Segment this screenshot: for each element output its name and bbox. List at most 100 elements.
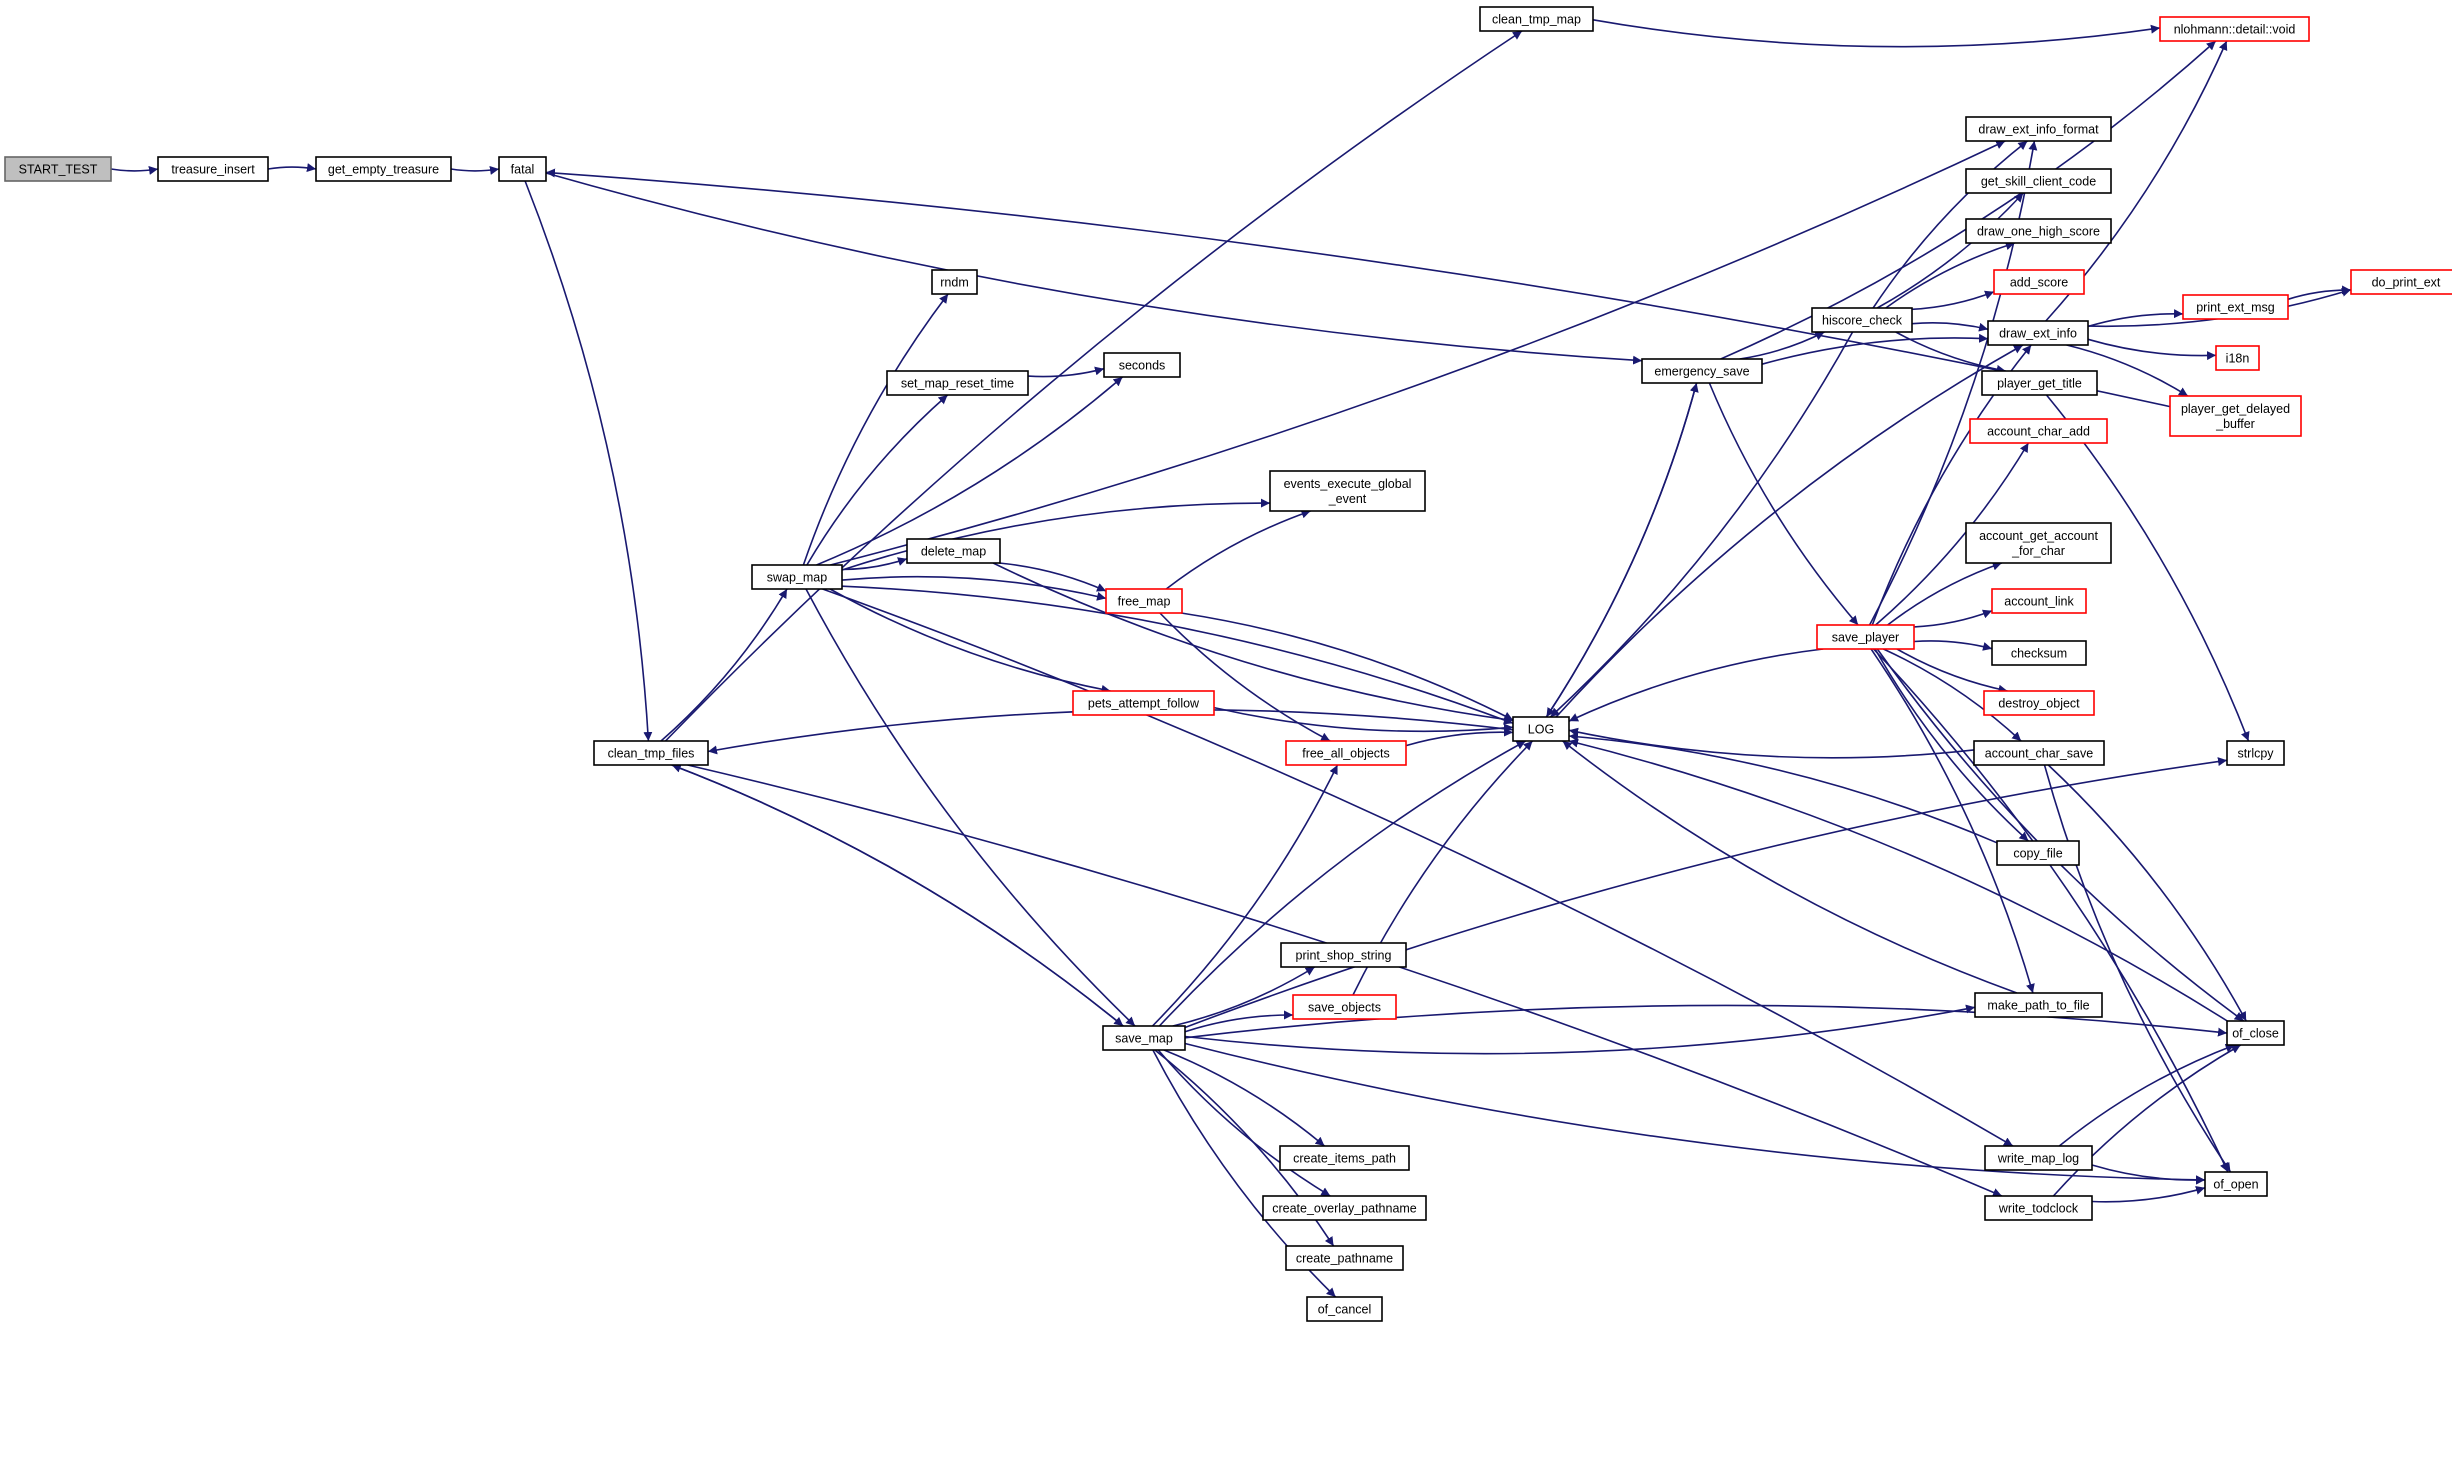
node-of-cancel[interactable]: of_cancel [1306,1296,1383,1322]
node-swap-map[interactable]: swap_map [751,564,843,590]
node-player-get-delayed-buffer[interactable]: player_get_delayed_buffer [2169,395,2302,437]
node-void[interactable]: nlohmann::detail::void [2159,16,2310,42]
node-write-map-log[interactable]: write_map_log [1984,1145,2093,1171]
edge-swap_map-to-draw_ext_info_format [830,140,2006,566]
node-label: save_map [1115,1032,1173,1046]
node-events-execute-global-event[interactable]: events_execute_global_event [1269,470,1426,512]
node-of-close[interactable]: of_close [2226,1020,2285,1046]
node-box [1306,1296,1383,1322]
edge-swap_map-to-log [841,585,1514,725]
node-box [1969,418,2108,444]
node-create-overlay-pathname[interactable]: create_overlay_pathname [1262,1195,1427,1221]
node-strlcpy[interactable]: strlcpy [2226,740,2285,766]
node-box [1965,218,2112,244]
node-label: write_todclock [1998,1202,2079,1216]
node-of-open[interactable]: of_open [2204,1171,2268,1197]
node-label: strlcpy [2237,747,2274,761]
node-box [315,156,452,182]
node-label: player_get_title [1997,377,2082,391]
edge-hiscore_check-to-add_score [1911,290,1995,311]
node-set-map-reset-time[interactable]: set_map_reset_time [886,370,1029,396]
node-get-empty-treasure[interactable]: get_empty_treasure [315,156,452,182]
node-save-objects[interactable]: save_objects [1292,994,1397,1020]
edge-swap_map-to-set_map_reset_time [806,394,949,566]
node-account-char-add[interactable]: account_char_add [1969,418,2108,444]
node-create-pathname[interactable]: create_pathname [1285,1245,1404,1271]
node-write-todclock[interactable]: write_todclock [1984,1195,2093,1221]
node-label: get_skill_client_code [1981,175,2096,189]
node-box [2159,16,2310,42]
node-box [1072,690,1215,716]
node-do-print-ext[interactable]: do_print_ext [2350,269,2452,295]
node-hiscore-check[interactable]: hiscore_check [1811,307,1913,333]
node-make-path-to-file[interactable]: make_path_to_file [1974,992,2103,1018]
node-box [2226,740,2285,766]
node-rndm[interactable]: rndm [931,269,978,295]
node-draw-ext-info-format[interactable]: draw_ext_info_format [1965,116,2112,142]
edge-save_map-to-clean_tmp_files [671,764,1124,1027]
edge-emergency_save-to-draw_ext_info [1761,333,1989,365]
edge-emergency_save-to-save_player [1708,382,1859,626]
node-box [1983,690,2095,716]
node-destroy-object[interactable]: destroy_object [1983,690,2095,716]
edge-clean_tmp_files-to-save_map [671,764,1124,1027]
node-save-player[interactable]: save_player [1816,624,1915,650]
node-free-all-objects[interactable]: free_all_objects [1285,740,1407,766]
edge-save_player-to-of_open [1873,648,2229,1173]
node-box [1280,942,1407,968]
node-draw-ext-info[interactable]: draw_ext_info [1987,320,2089,346]
node-box [1279,1145,1410,1171]
node-box [1965,522,2112,564]
node-clean-tmp-files[interactable]: clean_tmp_files [593,740,709,766]
edge-write_map_log-to-of_open [2091,1164,2206,1185]
edge-hiscore_check-to-draw_one_high_score [1885,241,2015,309]
node-label: create_pathname [1296,1252,1393,1266]
edge-swap_map-to-write_map_log [822,588,2014,1147]
node-label: account_link [2004,595,2074,609]
edge-account_char_save-to-of_open [2043,764,2232,1173]
edge-copy_file-to-log [1568,732,1998,844]
node-draw-one-high-score[interactable]: draw_one_high_score [1965,218,2112,244]
node-print-shop-string[interactable]: print_shop_string [1280,942,1407,968]
edge-treasure_insert-to-get_empty_treasure [267,163,317,173]
node-box [2182,294,2289,320]
node-log[interactable]: LOG [1512,716,1570,742]
node-pets-attempt-follow[interactable]: pets_attempt_follow [1072,690,1215,716]
node-add-score[interactable]: add_score [1993,269,2085,295]
edge-delete_map-to-log [992,562,1514,724]
node-i18n[interactable]: i18n [2215,345,2260,371]
node-player-get-title[interactable]: player_get_title [1981,370,2098,396]
node-label: hiscore_check [1822,314,1903,328]
node-box [1973,740,2105,766]
node-account-char-save[interactable]: account_char_save [1973,740,2105,766]
node-emergency-save[interactable]: emergency_save [1641,358,1763,384]
node-get-skill-client-code[interactable]: get_skill_client_code [1965,168,2112,194]
node-box [906,538,1001,564]
node-label: clean_tmp_files [608,747,695,761]
node-treasure-insert[interactable]: treasure_insert [157,156,269,182]
node-fatal[interactable]: fatal [498,156,547,182]
node-account-link[interactable]: account_link [1991,588,2087,614]
node-delete-map[interactable]: delete_map [906,538,1001,564]
node-label: free_map [1118,595,1171,609]
node-start-test[interactable]: START_TEST [4,156,112,182]
node-label: add_score [2010,276,2068,290]
node-label: save_player [1832,631,1899,645]
edge-print_ext_msg-to-do_print_ext [2287,285,2352,301]
node-account-get-account-for-char[interactable]: account_get_account_for_char [1965,522,2112,564]
edge-save_map-to-free_all_objects [1151,764,1339,1027]
node-checksum[interactable]: checksum [1991,640,2087,666]
node-print-ext-msg[interactable]: print_ext_msg [2182,294,2289,320]
edge-swap_map-to-rndm [802,293,949,566]
edge-save_player-to-draw_ext_info_format [1868,140,2038,626]
node-seconds[interactable]: seconds [1103,352,1181,378]
node-copy-file[interactable]: copy_file [1996,840,2080,866]
node-box [1996,840,2080,866]
node-label: draw_ext_info_format [1978,123,2099,137]
node-free-map[interactable]: free_map [1105,588,1183,614]
node-box [1105,588,1183,614]
node-create-items-path[interactable]: create_items_path [1279,1145,1410,1171]
node-label: create_items_path [1293,1152,1396,1166]
node-clean-tmp-map[interactable]: clean_tmp_map [1479,6,1594,32]
node-save-map[interactable]: save_map [1102,1025,1186,1051]
